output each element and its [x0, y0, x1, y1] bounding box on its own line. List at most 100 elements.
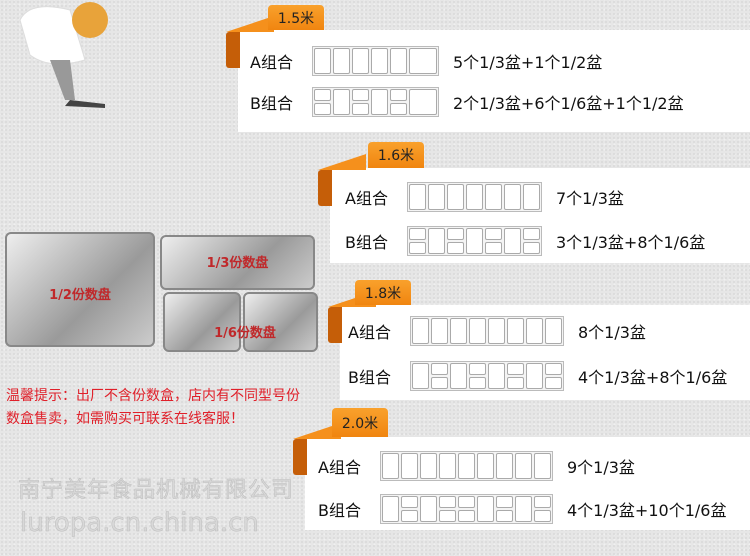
third-pan-slot	[515, 496, 532, 522]
combo-description: 8个1/3盆	[578, 323, 646, 342]
third-pan-slot	[412, 363, 429, 389]
length-tab: 2.0米	[332, 408, 388, 437]
sixth-pan-pair	[545, 363, 562, 389]
half-pan-label: 1/2份数盘	[49, 287, 111, 303]
watermark-company: 南宁美年食品机械有限公司	[18, 478, 295, 504]
sixth-pan-pair	[523, 228, 540, 254]
third-pan-slot	[412, 318, 429, 344]
sixth-pan-pair	[439, 496, 456, 522]
ribbon-fold	[318, 154, 366, 206]
third-pan-slot	[420, 453, 437, 479]
third-pan-slot	[333, 89, 350, 115]
sixth-pan-pair	[485, 228, 502, 254]
sixth-pan-pair	[352, 89, 369, 115]
third-pan-slot	[526, 318, 543, 344]
half-pan-slot	[409, 89, 437, 115]
third-pan-slot	[523, 184, 540, 210]
pan-layout-diagram	[380, 494, 553, 524]
combo-label: B组合	[348, 368, 391, 387]
pan-layout-diagram	[312, 46, 439, 76]
combo-description: 4个1/3盆+10个1/6盆	[567, 501, 727, 520]
sixth-pan-pair	[447, 228, 464, 254]
notice-text: 温馨提示：出厂不含份数盒，店内有不同型号份数盒售卖，如需购买可联系在线客服！	[6, 388, 300, 427]
third-pan-label: 1/3份数盘	[206, 256, 269, 272]
third-pan-slot	[534, 453, 551, 479]
third-pan-slot	[382, 453, 399, 479]
third-pan-slot	[477, 453, 494, 479]
food-pans-photo: 1/2份数盘 1/3份数盘 1/6份数盘	[5, 232, 320, 354]
combo-label: A组合	[250, 53, 293, 72]
third-pan-slot	[485, 184, 502, 210]
third-pan-slot	[409, 184, 426, 210]
sixth-pan	[163, 292, 241, 352]
combo-description: 7个1/3盆	[556, 189, 624, 208]
combo-a-row: A组合 8个1/3盆	[348, 316, 646, 346]
sixth-pan-pair	[534, 496, 551, 522]
third-pan-slot	[439, 453, 456, 479]
sixth-pan-pair	[507, 363, 524, 389]
third-pan-slot	[504, 184, 521, 210]
sixth-pan-pair	[496, 496, 513, 522]
third-pan: 1/3份数盘	[160, 235, 315, 290]
third-pan-slot	[477, 496, 494, 522]
third-pan-slot	[526, 363, 543, 389]
third-pan-slot	[333, 48, 350, 74]
combo-label: B组合	[345, 233, 388, 252]
watermark-site: luropa.cn.china.cn	[20, 508, 259, 539]
ribbon-fold	[328, 291, 376, 343]
third-pan-slot	[496, 453, 513, 479]
sixth-pan-pair	[409, 228, 426, 254]
combo-description: 3个1/3盆+8个1/6盆	[556, 233, 706, 252]
combo-a-row: A组合 5个1/3盆+1个1/2盆	[250, 46, 602, 76]
third-pan-slot	[352, 48, 369, 74]
length-tab: 1.6米	[368, 142, 424, 168]
third-pan-slot	[390, 48, 407, 74]
pan-layout-diagram	[407, 182, 542, 212]
third-pan-slot	[450, 318, 467, 344]
combo-b-row: B组合 2个1/3盆+6个1/6盆+1个1/2盆	[250, 87, 684, 117]
combo-label: B组合	[250, 94, 293, 113]
third-pan-slot	[431, 318, 448, 344]
combo-label: B组合	[318, 501, 361, 520]
sixth-pan-pair	[401, 496, 418, 522]
third-pan-slot	[401, 453, 418, 479]
pan-layout-diagram	[312, 87, 439, 117]
sixth-pan-pair	[314, 89, 331, 115]
third-pan-slot	[515, 453, 532, 479]
third-pan-slot	[545, 318, 562, 344]
length-tab: 1.5米	[268, 5, 324, 30]
sixth-pan-pair	[390, 89, 407, 115]
pan-layout-diagram	[410, 316, 564, 346]
third-pan-slot	[488, 318, 505, 344]
combo-label: A组合	[348, 323, 391, 342]
third-pan-slot	[507, 318, 524, 344]
third-pan-slot	[458, 453, 475, 479]
third-pan-slot	[382, 496, 399, 522]
length-tab: 1.8米	[355, 280, 411, 305]
ribbon-fold	[293, 423, 341, 475]
third-pan-slot	[447, 184, 464, 210]
third-pan-slot	[371, 48, 388, 74]
third-pan-slot	[466, 184, 483, 210]
half-pan-slot	[409, 48, 437, 74]
ribbon-fold	[226, 16, 274, 68]
combo-label: A组合	[345, 189, 388, 208]
third-pan-slot	[469, 318, 486, 344]
third-pan-slot	[504, 228, 521, 254]
pan-layout-diagram	[407, 226, 542, 256]
combo-b-row: B组合 3个1/3盆+8个1/6盆	[345, 226, 705, 256]
combo-description: 5个1/3盆+1个1/2盆	[453, 53, 603, 72]
combo-b-row: B组合 4个1/3盆+8个1/6盆	[348, 361, 727, 391]
sixth-pan-label: 1/6份数盘	[214, 326, 276, 341]
pan-layout-diagram	[410, 361, 564, 391]
third-pan-slot	[488, 363, 505, 389]
mascot-illustration	[19, 2, 108, 108]
combo-description: 9个1/3盆	[567, 458, 635, 477]
combo-b-row: B组合 4个1/3盆+10个1/6盆	[318, 494, 726, 524]
combo-description: 4个1/3盆+8个1/6盆	[578, 368, 728, 387]
third-pan-slot	[314, 48, 331, 74]
sixth-pan: 1/6份数盘	[214, 292, 318, 352]
combo-a-row: A组合 7个1/3盆	[345, 182, 624, 212]
combo-description: 2个1/3盆+6个1/6盆+1个1/2盆	[453, 94, 684, 113]
sixth-pan-pair	[469, 363, 486, 389]
